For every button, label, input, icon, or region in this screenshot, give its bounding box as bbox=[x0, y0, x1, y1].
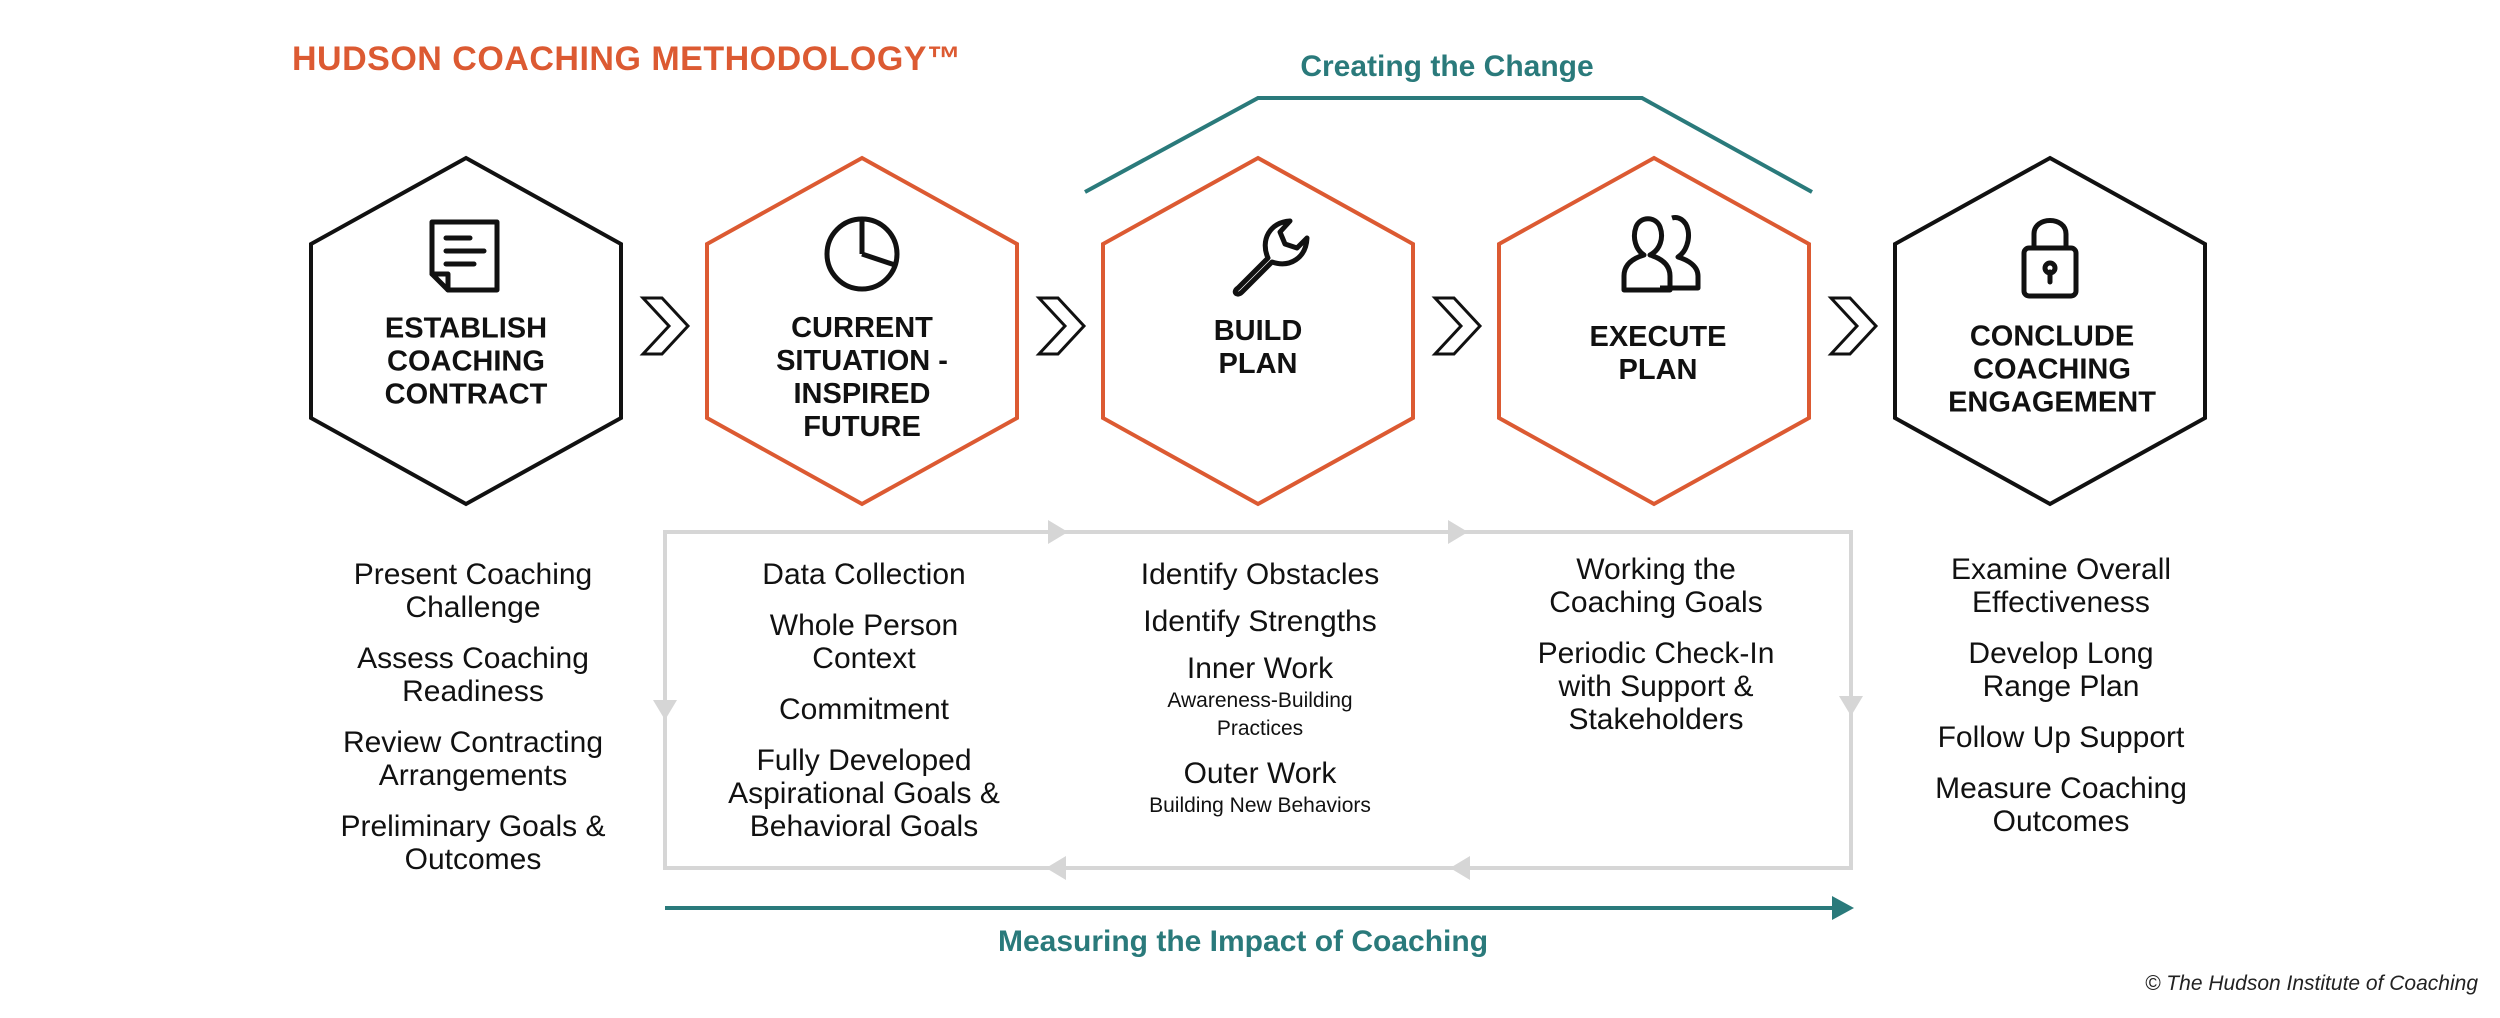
list-item: Measure Coaching Outcomes bbox=[1935, 772, 2187, 838]
document-icon bbox=[429, 219, 500, 293]
list-item: Fully Developed Aspirational Goals & Beh… bbox=[728, 744, 1000, 843]
cycle-arrowhead bbox=[1448, 520, 1468, 544]
stage-hexagons bbox=[309, 155, 2207, 507]
item-title: Outer Work bbox=[1183, 757, 1337, 790]
cycle-loop-arrowheads bbox=[653, 520, 1863, 880]
list-item: Present Coaching Challenge bbox=[353, 558, 593, 624]
list-item: Review Contracting Arrangements bbox=[342, 726, 604, 792]
list-item: Assess Coaching Readiness bbox=[357, 642, 589, 708]
stage-label-establish: ESTABLISH COACHING CONTRACT bbox=[384, 312, 548, 411]
creating-change-bracket bbox=[1084, 96, 1813, 194]
item-title: Inner Work bbox=[1186, 652, 1334, 685]
cycle-arrowhead bbox=[653, 700, 677, 720]
hexagon-build-plan bbox=[1101, 155, 1415, 507]
cycle-arrowhead bbox=[1048, 520, 1068, 544]
list-item: Periodic Check-In with Support & Stakeho… bbox=[1537, 637, 1775, 736]
creating-change-label: Creating the Change bbox=[1300, 50, 1594, 83]
list-item: Data Collection bbox=[762, 558, 966, 591]
stage-label-build-plan: BUILD PLAN bbox=[1213, 315, 1303, 380]
list-item: Working the Coaching Goals bbox=[1549, 553, 1763, 619]
list-item: Identify Strengths bbox=[1143, 605, 1377, 638]
people-icon bbox=[1621, 215, 1701, 293]
stage-label-conclude: CONCLUDE COACHING ENGAGEMENT bbox=[1948, 320, 2156, 419]
stage-items-conclude: Examine Overall Effectiveness Develop Lo… bbox=[1911, 553, 2211, 856]
diagram-title: HUDSON COACHING METHODOLOGY™ bbox=[292, 40, 962, 78]
chevron-right-icon bbox=[639, 296, 691, 356]
list-item: Commitment bbox=[778, 693, 950, 726]
item-subtitle: Awareness-Building Practices bbox=[1167, 689, 1353, 740]
cycle-arrowhead bbox=[1450, 856, 1470, 880]
measuring-impact-arrowhead bbox=[1832, 896, 1854, 920]
cycle-arrowhead bbox=[1046, 856, 1066, 880]
stage-label-execute-plan: EXECUTE PLAN bbox=[1589, 321, 1727, 386]
list-item: Whole Person Context bbox=[769, 609, 959, 675]
list-item: Outer Work Building New Behaviors bbox=[1095, 757, 1425, 820]
padlock-icon bbox=[2021, 218, 2079, 299]
pie-chart-icon bbox=[824, 216, 900, 292]
hexagon-establish bbox=[309, 155, 623, 507]
stage-label-current-situation: CURRENT SITUATION - INSPIRED FUTURE bbox=[776, 312, 948, 443]
hexagon-conclude bbox=[1893, 155, 2207, 507]
wrench-icon bbox=[1232, 218, 1310, 297]
stage-items-current-situation: Data Collection Whole Person Context Com… bbox=[704, 558, 1024, 861]
list-item: Follow Up Support bbox=[1937, 721, 2185, 754]
list-item: Preliminary Goals & Outcomes bbox=[340, 810, 606, 876]
stage-items-execute-plan: Working the Coaching Goals Periodic Chec… bbox=[1516, 553, 1796, 754]
list-item: Develop Long Range Plan bbox=[1968, 637, 2154, 703]
chevron-right-icon bbox=[1827, 296, 1879, 356]
stage-items-build-plan: Identify Obstacles Identify Strengths In… bbox=[1095, 558, 1425, 834]
stage-items-establish: Present Coaching Challenge Assess Coachi… bbox=[323, 558, 623, 894]
chevron-right-icon bbox=[1035, 296, 1087, 356]
cycle-arrowhead bbox=[1839, 696, 1863, 716]
list-item: Inner Work Awareness-Building Practices bbox=[1095, 652, 1425, 743]
item-subtitle: Building New Behaviors bbox=[1149, 794, 1371, 817]
chevron-right-icon bbox=[1431, 296, 1483, 356]
list-item: Examine Overall Effectiveness bbox=[1950, 553, 2172, 619]
list-item: Identify Obstacles bbox=[1140, 558, 1380, 591]
chevrons bbox=[639, 296, 1879, 356]
copyright-notice: © The Hudson Institute of Coaching bbox=[2145, 972, 2478, 995]
hexagon-current-situation bbox=[705, 155, 1019, 507]
measuring-impact-label: Measuring the Impact of Coaching bbox=[997, 925, 1489, 958]
hexagon-execute-plan bbox=[1497, 155, 1811, 507]
